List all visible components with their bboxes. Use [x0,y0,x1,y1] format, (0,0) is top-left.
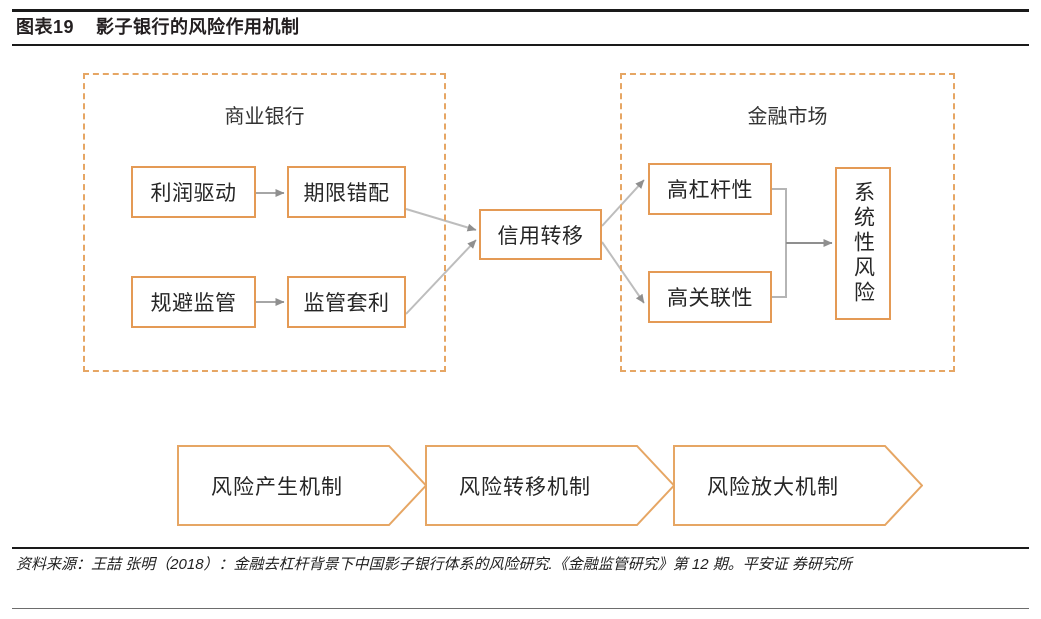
chevron-risk-amplification-shape [673,445,923,526]
figure-title: 图表19 影子银行的风险作用机制 [16,17,300,37]
node-regulatory-avoidance[interactable]: 规避监管 [131,276,256,328]
node-high-correlation[interactable]: 高关联性 [648,271,772,323]
diagram-canvas: 商业银行 金融市场 利润驱动 期限错配 规避监管 监管套利 信用转移 高杠杆性 … [0,46,1041,546]
node-systemic-risk[interactable]: 系统性风险 [835,167,891,320]
chevron-risk-transfer-shape [425,445,675,526]
group-commercial-bank [83,73,446,372]
chevron-risk-generation-shape [177,445,427,526]
title-underline-rule [12,44,1029,46]
chevron-risk-amplification-label: 风险放大机制 [707,475,839,499]
node-profit-driven[interactable]: 利润驱动 [131,166,256,218]
chevron-risk-transfer-label: 风险转移机制 [459,475,591,499]
group-commercial-bank-title: 商业银行 [224,106,305,128]
top-rule [12,9,1029,12]
node-high-leverage[interactable]: 高杠杆性 [648,163,772,215]
chevron-risk-amplification[interactable]: 风险放大机制 [673,445,923,526]
chevron-risk-generation[interactable]: 风险产生机制 [177,445,427,526]
chevron-risk-transfer[interactable]: 风险转移机制 [425,445,675,526]
chevron-risk-generation-label: 风险产生机制 [211,475,343,499]
node-maturity-mismatch[interactable]: 期限错配 [287,166,406,218]
source-line-2: 券研究所 [791,556,852,573]
node-credit-transfer[interactable]: 信用转移 [479,209,602,260]
source-note: 资料来源：王喆 张明（2018）：金融去杠杆背景下中国影子银行体系的风险研究.《… [16,551,1028,578]
source-top-rule [12,547,1029,549]
group-financial-market-title: 金融市场 [747,106,828,128]
node-regulatory-arbitrage[interactable]: 监管套利 [287,276,406,328]
group-financial-market [620,73,955,372]
source-line-1: 资料来源：王喆 张明（2018）：金融去杠杆背景下中国影子银行体系的风险研究.《… [16,556,788,573]
bottom-rule [12,608,1029,609]
